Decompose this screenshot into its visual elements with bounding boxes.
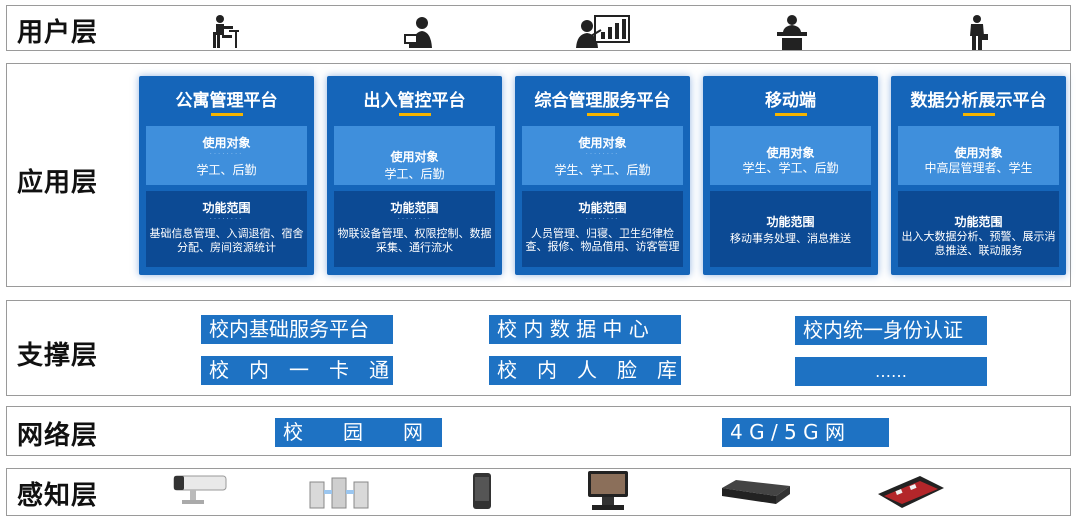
support-face-database[interactable]: 校 内 人 脸 库	[489, 356, 681, 385]
network-campus-network[interactable]: 校 园 网	[275, 418, 442, 447]
users-box: 使用对象 学工、后勤	[334, 126, 495, 185]
support-layer-title: 支撑层	[17, 341, 99, 371]
network-4g-5g[interactable]: 4 G / 5 G 网	[722, 418, 889, 447]
func-text: 出入大数据分析、预警、展示消息推送、联动服务	[901, 230, 1056, 257]
func-label: 功能范围	[578, 201, 627, 215]
users-box: 使用对象 ········ 学工、后勤	[146, 126, 307, 185]
title-underline	[210, 113, 243, 116]
app-card-data-analysis[interactable]: 数据分析展示平台 使用对象 中高层管理者、学生 功能范围 出入大数据分析、预警、…	[891, 76, 1066, 275]
app-card-title: 数据分析展示平台	[910, 91, 1047, 111]
dots-divider: ········	[585, 150, 620, 158]
title-underline	[774, 113, 807, 116]
support-data-center[interactable]: 校 内 数 据 中 心	[489, 315, 681, 344]
support-more[interactable]: ……	[795, 357, 987, 386]
app-card-apartment[interactable]: 公寓管理平台 使用对象 ········ 学工、后勤 功能范围 ········…	[139, 76, 314, 275]
title-underline	[398, 113, 431, 116]
dots-divider: ········	[209, 150, 244, 158]
controller-board-icon	[878, 476, 944, 508]
users-text: 学生、学工、后勤	[554, 163, 651, 177]
users-text: 中高层管理者、学生	[924, 161, 1033, 175]
func-box: 功能范围 ········ 基础信息管理、入调退宿、宿舍分配、房间资源统计	[146, 191, 307, 267]
dots-divider: ········	[209, 215, 244, 223]
network-device-icon	[722, 480, 790, 504]
users-text: 学生、学工、后勤	[742, 161, 839, 175]
func-text: 人员管理、归寝、卫生纪律检查、报修、物品借用、访客管理	[525, 227, 680, 253]
func-box: 功能范围 ········ 人员管理、归寝、卫生纪律检查、报修、物品借用、访客管…	[522, 191, 683, 267]
dots-divider: ········	[585, 215, 620, 223]
func-label: 功能范围	[766, 215, 815, 229]
users-label: 使用对象	[202, 136, 251, 150]
users-label: 使用对象	[766, 146, 815, 160]
desk-worker-icon	[213, 15, 239, 48]
support-campus-card[interactable]: 校 内 一 卡 通	[201, 356, 393, 385]
turnstile-gate-icon	[309, 477, 369, 509]
users-box: 使用对象 学生、学工、后勤	[710, 126, 871, 185]
users-box: 使用对象 中高层管理者、学生	[898, 126, 1059, 185]
func-label: 功能范围	[390, 201, 439, 215]
app-card-mobile[interactable]: 移动端 使用对象 学生、学工、后勤 功能范围 移动事务处理、消息推送	[703, 76, 878, 275]
user-layer-title: 用户层	[17, 18, 99, 48]
app-card-integrated-service[interactable]: 综合管理服务平台 使用对象 ········ 学生、学工、后勤 功能范围 ···…	[515, 76, 690, 275]
dots-divider: ········	[397, 215, 432, 223]
app-card-title: 移动端	[765, 91, 816, 111]
perception-layer-title: 感知层	[17, 481, 99, 511]
face-recognition-terminal-icon	[588, 471, 628, 510]
users-text: 学工、后勤	[384, 167, 445, 181]
app-card-title: 综合管理服务平台	[534, 91, 671, 111]
handheld-terminal-icon	[473, 473, 491, 509]
support-basic-service-platform[interactable]: 校内基础服务平台	[201, 315, 393, 344]
users-label: 使用对象	[390, 150, 439, 164]
func-box: 功能范围 出入大数据分析、预警、展示消息推送、联动服务	[898, 191, 1059, 267]
app-card-title: 公寓管理平台	[175, 91, 278, 111]
app-card-access-control[interactable]: 出入管控平台 使用对象 学工、后勤 功能范围 ········ 物联设备管理、权…	[327, 76, 502, 275]
func-label: 功能范围	[202, 201, 251, 215]
network-layer: 网络层	[6, 406, 1071, 456]
network-layer-title: 网络层	[17, 421, 99, 451]
users-text: 学工、后勤	[196, 163, 257, 177]
title-underline	[962, 113, 995, 116]
func-text: 移动事务处理、消息推送	[730, 232, 851, 245]
businessman-icon	[970, 15, 988, 50]
camera-icon	[173, 475, 227, 504]
podium-speaker-icon	[777, 15, 807, 50]
application-layer-title: 应用层	[17, 168, 99, 198]
func-box: 功能范围 ········ 物联设备管理、权限控制、数据采集、通行流水	[334, 191, 495, 267]
users-box: 使用对象 ········ 学生、学工、后勤	[522, 126, 683, 185]
users-label: 使用对象	[954, 146, 1003, 160]
func-label: 功能范围	[954, 215, 1003, 229]
func-box: 功能范围 移动事务处理、消息推送	[710, 191, 871, 267]
presenter-chart-icon	[576, 15, 630, 48]
user-layer: 用户层	[6, 5, 1071, 51]
func-text: 基础信息管理、入调退宿、宿舍分配、房间资源统计	[149, 227, 304, 254]
support-identity-auth[interactable]: 校内统一身份认证	[795, 316, 987, 345]
users-label: 使用对象	[578, 136, 627, 150]
app-card-title: 出入管控平台	[363, 91, 466, 111]
title-underline	[586, 113, 619, 116]
func-text: 物联设备管理、权限控制、数据采集、通行流水	[337, 227, 492, 254]
computer-user-icon	[404, 17, 432, 48]
